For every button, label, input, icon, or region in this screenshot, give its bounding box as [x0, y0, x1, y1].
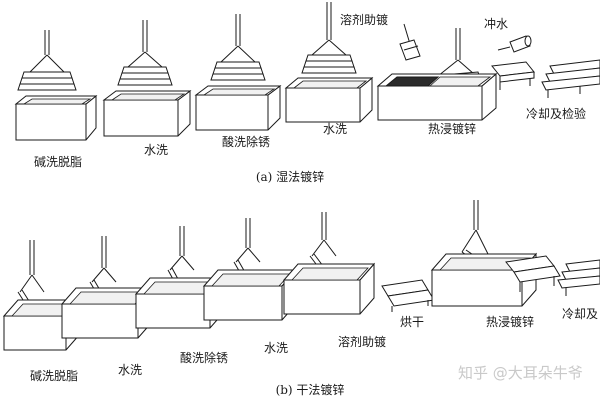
wet-step-label: 冲水: [484, 16, 508, 31]
galvanized-product-rack: [505, 255, 561, 292]
water-spray-nozzle: [497, 35, 532, 53]
wet-step-label: 水洗: [323, 122, 347, 136]
watermark: 知乎 @大耳朵牛爷: [458, 364, 583, 382]
dry-step-label: 水洗: [264, 341, 288, 355]
dry-process-caption: (b) 干法镀锌: [276, 383, 345, 397]
tank-solvent-fluxing-dry: [282, 212, 376, 315]
tank-alkaline-degreasing-wet: [14, 30, 98, 141]
cooling-inspection-rack: [541, 59, 600, 98]
wet-step-label: 溶剂助镀: [340, 12, 388, 27]
wet-step-label: 碱洗脱脂: [34, 154, 82, 169]
rinsed-product-rack: [491, 61, 535, 90]
cooling-rack-dry: [557, 259, 600, 296]
dry-step-label: 热浸镀锌: [486, 315, 534, 329]
dry-step-label: 烘干: [400, 315, 424, 329]
tank-water-rinse-wet-1: [102, 20, 192, 137]
dry-step-label: 水洗: [118, 363, 142, 377]
dry-step-label: 碱洗脱脂: [30, 368, 78, 383]
wet-step-label: 酸洗除锈: [222, 134, 270, 149]
tank-acid-pickling-wet: [194, 14, 282, 131]
tank-hot-dip-galvanizing-dry: [430, 200, 538, 307]
wet-process-section: 碱洗脱脂 水洗 酸洗除锈 水洗 溶剂助镀 热浸镀锌 冲水 冷却及检验 (a) 湿…: [14, 2, 600, 184]
tank-alkaline-degreasing-dry: [2, 240, 82, 351]
tank-hot-dip-galvanizing-wet: [376, 28, 498, 121]
dry-step-label: 溶剂助镀: [338, 334, 386, 349]
wet-step-label: 热浸镀锌: [428, 122, 476, 136]
dry-step-label: 酸洗除锈: [180, 350, 228, 365]
flux-bucket: [399, 23, 421, 61]
wet-process-caption: (a) 湿法镀锌: [256, 169, 324, 184]
dry-step-label: 冷却及: [562, 307, 598, 321]
dry-process-section: 碱洗脱脂 水洗 酸洗除锈 水洗 溶剂助镀 烘干 热浸镀锌 冷却及 (b) 干法镀…: [2, 200, 600, 397]
wet-step-label: 水洗: [144, 143, 168, 157]
tank-water-rinse-wet-2: [284, 2, 374, 123]
wet-step-label: 冷却及检验: [526, 106, 586, 121]
drying-rack: [381, 279, 435, 312]
tank-water-rinse-dry-1: [60, 236, 154, 339]
tank-water-rinse-dry-2: [202, 218, 298, 321]
